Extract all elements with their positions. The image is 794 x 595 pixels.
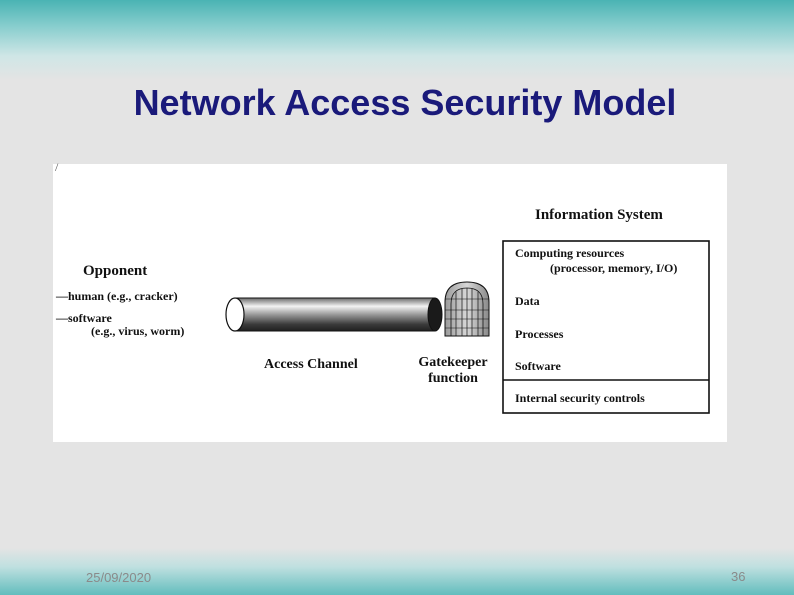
- footer-gradient-band: [0, 548, 794, 595]
- access-channel-label: Access Channel: [264, 357, 358, 372]
- information-system-box: [502, 240, 710, 414]
- gatekeeper-label-line1: Gatekeeper: [418, 355, 488, 370]
- slide-page-number: 36: [731, 569, 746, 584]
- access-channel-pipe: [225, 297, 443, 332]
- internal-security-controls: Internal security controls: [515, 391, 645, 405]
- resource-software: Software: [515, 359, 561, 373]
- information-system-heading: Information System: [535, 207, 663, 223]
- resource-data: Data: [515, 294, 540, 308]
- diagram-graphics: [225, 240, 710, 414]
- resource-processes: Processes: [515, 327, 564, 341]
- opponent-heading: Opponent: [83, 263, 148, 279]
- slide-date: 25/09/2020: [86, 570, 152, 585]
- gatekeeper-icon: [444, 281, 490, 337]
- opponent-item-software: —software: [56, 311, 112, 325]
- corner-mark: /: [55, 160, 59, 174]
- opponent-item-human: —human (e.g., cracker): [56, 289, 178, 303]
- gatekeeper-label: Gatekeeper function: [408, 355, 498, 387]
- slide-title: Network Access Security Model: [133, 82, 677, 123]
- security-model-diagram: / Opponent —human (e.g., cracker) —softw…: [53, 160, 727, 442]
- gatekeeper-label-line2: function: [428, 371, 478, 386]
- opponent-item-software-examples: (e.g., virus, worm): [91, 324, 185, 338]
- resource-computing-detail: (processor, memory, I/O): [550, 261, 678, 275]
- resource-computing: Computing resources: [515, 246, 625, 260]
- header-gradient-band: [0, 0, 794, 80]
